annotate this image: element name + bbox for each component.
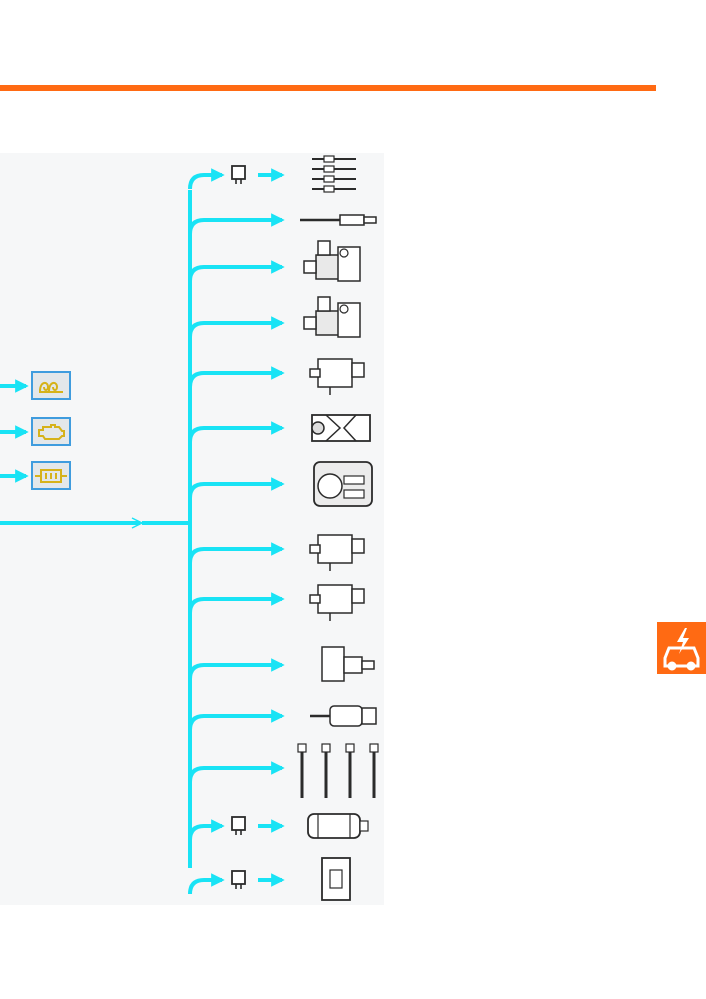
header-accent-rule	[0, 85, 656, 91]
fuel-metering-valve-icon	[310, 705, 377, 727]
actuator-branch-line	[188, 592, 285, 614]
actuator-branch-line	[188, 366, 285, 388]
actuator-branches	[188, 168, 285, 895]
glow-plug-lamp	[31, 371, 71, 400]
solenoid-valve-icon	[309, 534, 365, 571]
coolant-pump-2-icon	[303, 296, 361, 338]
actuator-components	[231, 155, 379, 901]
actuator-branch-line	[188, 709, 285, 731]
fuel-pump-icon	[231, 813, 369, 839]
coolant-pump-icon	[303, 240, 361, 282]
actuator-branch-line	[188, 260, 285, 282]
solenoid-valve-2-icon	[309, 584, 365, 621]
particulate-filter-lamp	[31, 461, 71, 490]
output-bus	[0, 190, 192, 868]
throttle-valve-module-icon	[311, 414, 371, 442]
engine-check-lamp	[31, 417, 71, 446]
actuator-branch-line	[188, 873, 225, 895]
actuator-branch-line	[188, 761, 285, 783]
actuator-branch-line	[188, 213, 285, 235]
injectors-icon	[297, 743, 379, 798]
diesel-particulate-filter-icon	[35, 468, 67, 483]
egr-valve-icon	[313, 461, 373, 507]
valve-actuator-icon	[309, 358, 365, 395]
car-electrical-icon	[657, 622, 706, 674]
relay-icon	[231, 165, 246, 184]
pressure-regulating-valve-icon	[321, 646, 375, 682]
glow-plug-warning-icon	[39, 381, 63, 393]
engine-check-icon	[38, 423, 65, 440]
relay-icon	[231, 816, 246, 835]
glow-plugs-icon	[231, 155, 356, 193]
actuator-branch-line	[188, 477, 285, 499]
actuator-branch-line	[188, 658, 285, 680]
coolant-heater-element-icon	[300, 214, 377, 226]
actuator-branch-line	[188, 819, 225, 841]
actuator-branch-line	[188, 168, 225, 190]
actuator-branch-line	[188, 316, 285, 338]
auxiliary-heater-icon	[231, 857, 351, 901]
actuator-branch-line	[188, 542, 285, 564]
relay-icon	[231, 870, 246, 889]
lamp-signal-lines	[0, 379, 29, 483]
actuator-branch-line	[188, 421, 285, 443]
